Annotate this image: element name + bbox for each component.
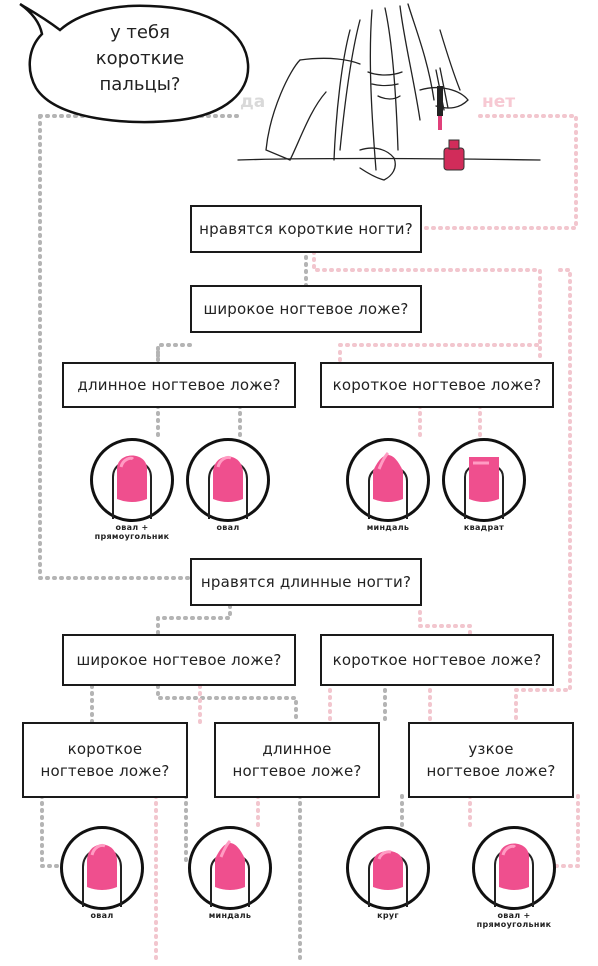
header-illustration xyxy=(19,2,541,181)
result-4-caption: квадрат xyxy=(442,523,526,532)
result-6-line1: миндаль xyxy=(208,911,252,920)
bubble-question: у тебя короткие пальцы? xyxy=(70,20,210,98)
result-3-caption: миндаль xyxy=(346,523,430,532)
nail-almond-2-icon xyxy=(188,826,272,910)
nail-oval-rect-icon xyxy=(90,438,174,522)
question-likes-long: нравятся длинные ногти? xyxy=(190,558,422,606)
result-8-line2: прямоугольник xyxy=(476,920,552,930)
result-8-caption: овал + прямоугольник xyxy=(452,911,576,929)
result-6-caption: миндаль xyxy=(188,911,272,920)
result-7-line1: круг xyxy=(377,911,399,920)
result-1-caption: овал + прямоугольник xyxy=(70,523,194,541)
question-likes-short: нравятся короткие ногти? xyxy=(190,205,422,253)
result-2-caption: овал xyxy=(186,523,270,532)
question-short-bed-3: короткое ногтевое ложе? xyxy=(22,722,188,798)
bubble-line-2: короткие xyxy=(95,48,185,70)
question-short-bed-3-line1: короткое xyxy=(67,739,143,758)
bubble-line-1: у тебя xyxy=(110,22,170,43)
result-1-line2: прямоугольник xyxy=(94,532,170,542)
question-short-bed-3-line2: ногтевое ложе? xyxy=(40,762,170,780)
result-1-line1: овал + xyxy=(115,523,149,532)
result-3-line1: миндаль xyxy=(366,523,410,532)
question-long-bed-1: длинное ногтевое ложе? xyxy=(62,362,296,408)
question-narrow-bed-3-line2: ногтевое ложе? xyxy=(426,762,556,780)
result-5-line1: овал xyxy=(90,911,114,920)
bubble-line-3: пальцы? xyxy=(99,74,181,96)
yes-label: да xyxy=(240,92,266,112)
result-7-caption: круг xyxy=(346,911,430,920)
question-long-bed-3-line1: длинное xyxy=(262,739,332,758)
question-narrow-bed-3-line1: узкое xyxy=(468,739,514,758)
result-5-caption: овал xyxy=(60,911,144,920)
question-wide-bed-2: широкое ногтевое ложе? xyxy=(62,634,296,686)
nail-round-icon xyxy=(346,826,430,910)
no-label: нет xyxy=(482,92,516,112)
no-paths xyxy=(154,114,580,962)
question-short-bed-2: короткое ногтевое ложе? xyxy=(320,634,554,686)
question-long-bed-3: длинное ногтевое ложе? xyxy=(214,722,380,798)
nail-oval-2-icon xyxy=(60,826,144,910)
nail-oval-rect-2-icon xyxy=(472,826,556,910)
question-wide-bed-1: широкое ногтевое ложе? xyxy=(190,285,422,333)
result-8-line1: овал + xyxy=(497,911,531,920)
nail-almond-icon xyxy=(346,438,430,522)
question-long-bed-3-line2: ногтевое ложе? xyxy=(232,762,362,780)
polish-bottle xyxy=(443,139,465,171)
result-4-line1: квадрат xyxy=(463,523,505,532)
question-short-bed-1: короткое ногтевое ложе? xyxy=(320,362,554,408)
question-narrow-bed-3: узкое ногтевое ложе? xyxy=(408,722,574,798)
brush xyxy=(437,86,443,130)
speech-bubble xyxy=(19,2,250,124)
result-2-line1: овал xyxy=(216,523,240,532)
nail-square-icon xyxy=(442,438,526,522)
nail-oval-icon xyxy=(186,438,270,522)
